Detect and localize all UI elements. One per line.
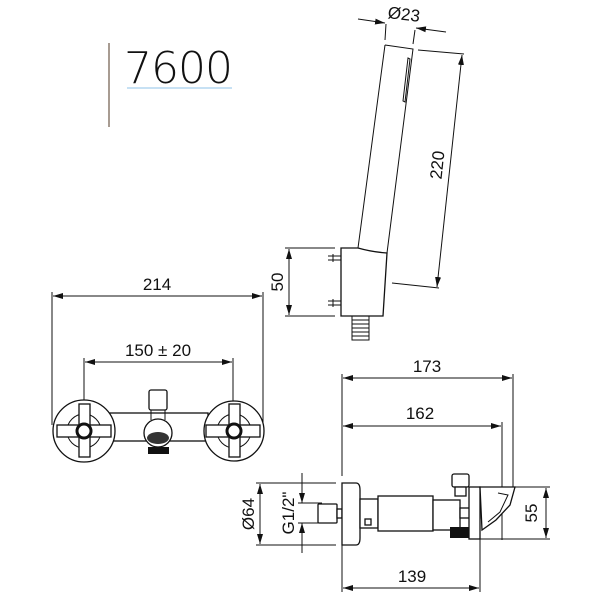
dim-depth-to-spout: 162: [406, 404, 434, 423]
dimension-inlet-thread: G1/2": [279, 473, 322, 553]
dimension-depth-to-spout: 162: [343, 404, 503, 540]
dim-centers: 150 ± 20: [125, 341, 191, 360]
dimension-holder-height: 50: [268, 247, 335, 317]
left-cross-handle: [56, 403, 112, 458]
mixer-front-view: [52, 389, 265, 463]
dim-plate-diameter: Ø64: [239, 498, 258, 530]
shower-holder: [328, 247, 388, 341]
dim-overall-width: 214: [143, 275, 171, 294]
mixer-side-view: [317, 473, 516, 546]
right-cross-handle: [205, 403, 261, 458]
diverter: [143, 389, 173, 454]
dimension-depth-total: 173: [341, 357, 514, 493]
dim-inlet-thread: G1/2": [279, 492, 298, 535]
dimension-handshower-diameter: Ø23: [357, 3, 447, 45]
dim-handshower-diameter: Ø23: [387, 3, 421, 26]
dim-handshower-length: 220: [427, 150, 449, 180]
dim-holder-height: 50: [268, 273, 287, 292]
model-number: 7600: [124, 43, 232, 94]
dim-spout-height: 55: [522, 504, 541, 523]
dimension-body-depth: 139: [341, 539, 481, 592]
hose: [351, 315, 370, 341]
hand-shower: [357, 44, 414, 254]
dimension-plate-diameter: Ø64: [239, 482, 336, 546]
dim-body-depth: 139: [398, 567, 426, 586]
dimension-spout-height: 55: [480, 486, 550, 540]
dimension-handshower-length: 220: [391, 49, 465, 289]
dimension-overall-width: 214: [51, 275, 264, 425]
dim-depth-total: 173: [413, 357, 441, 376]
